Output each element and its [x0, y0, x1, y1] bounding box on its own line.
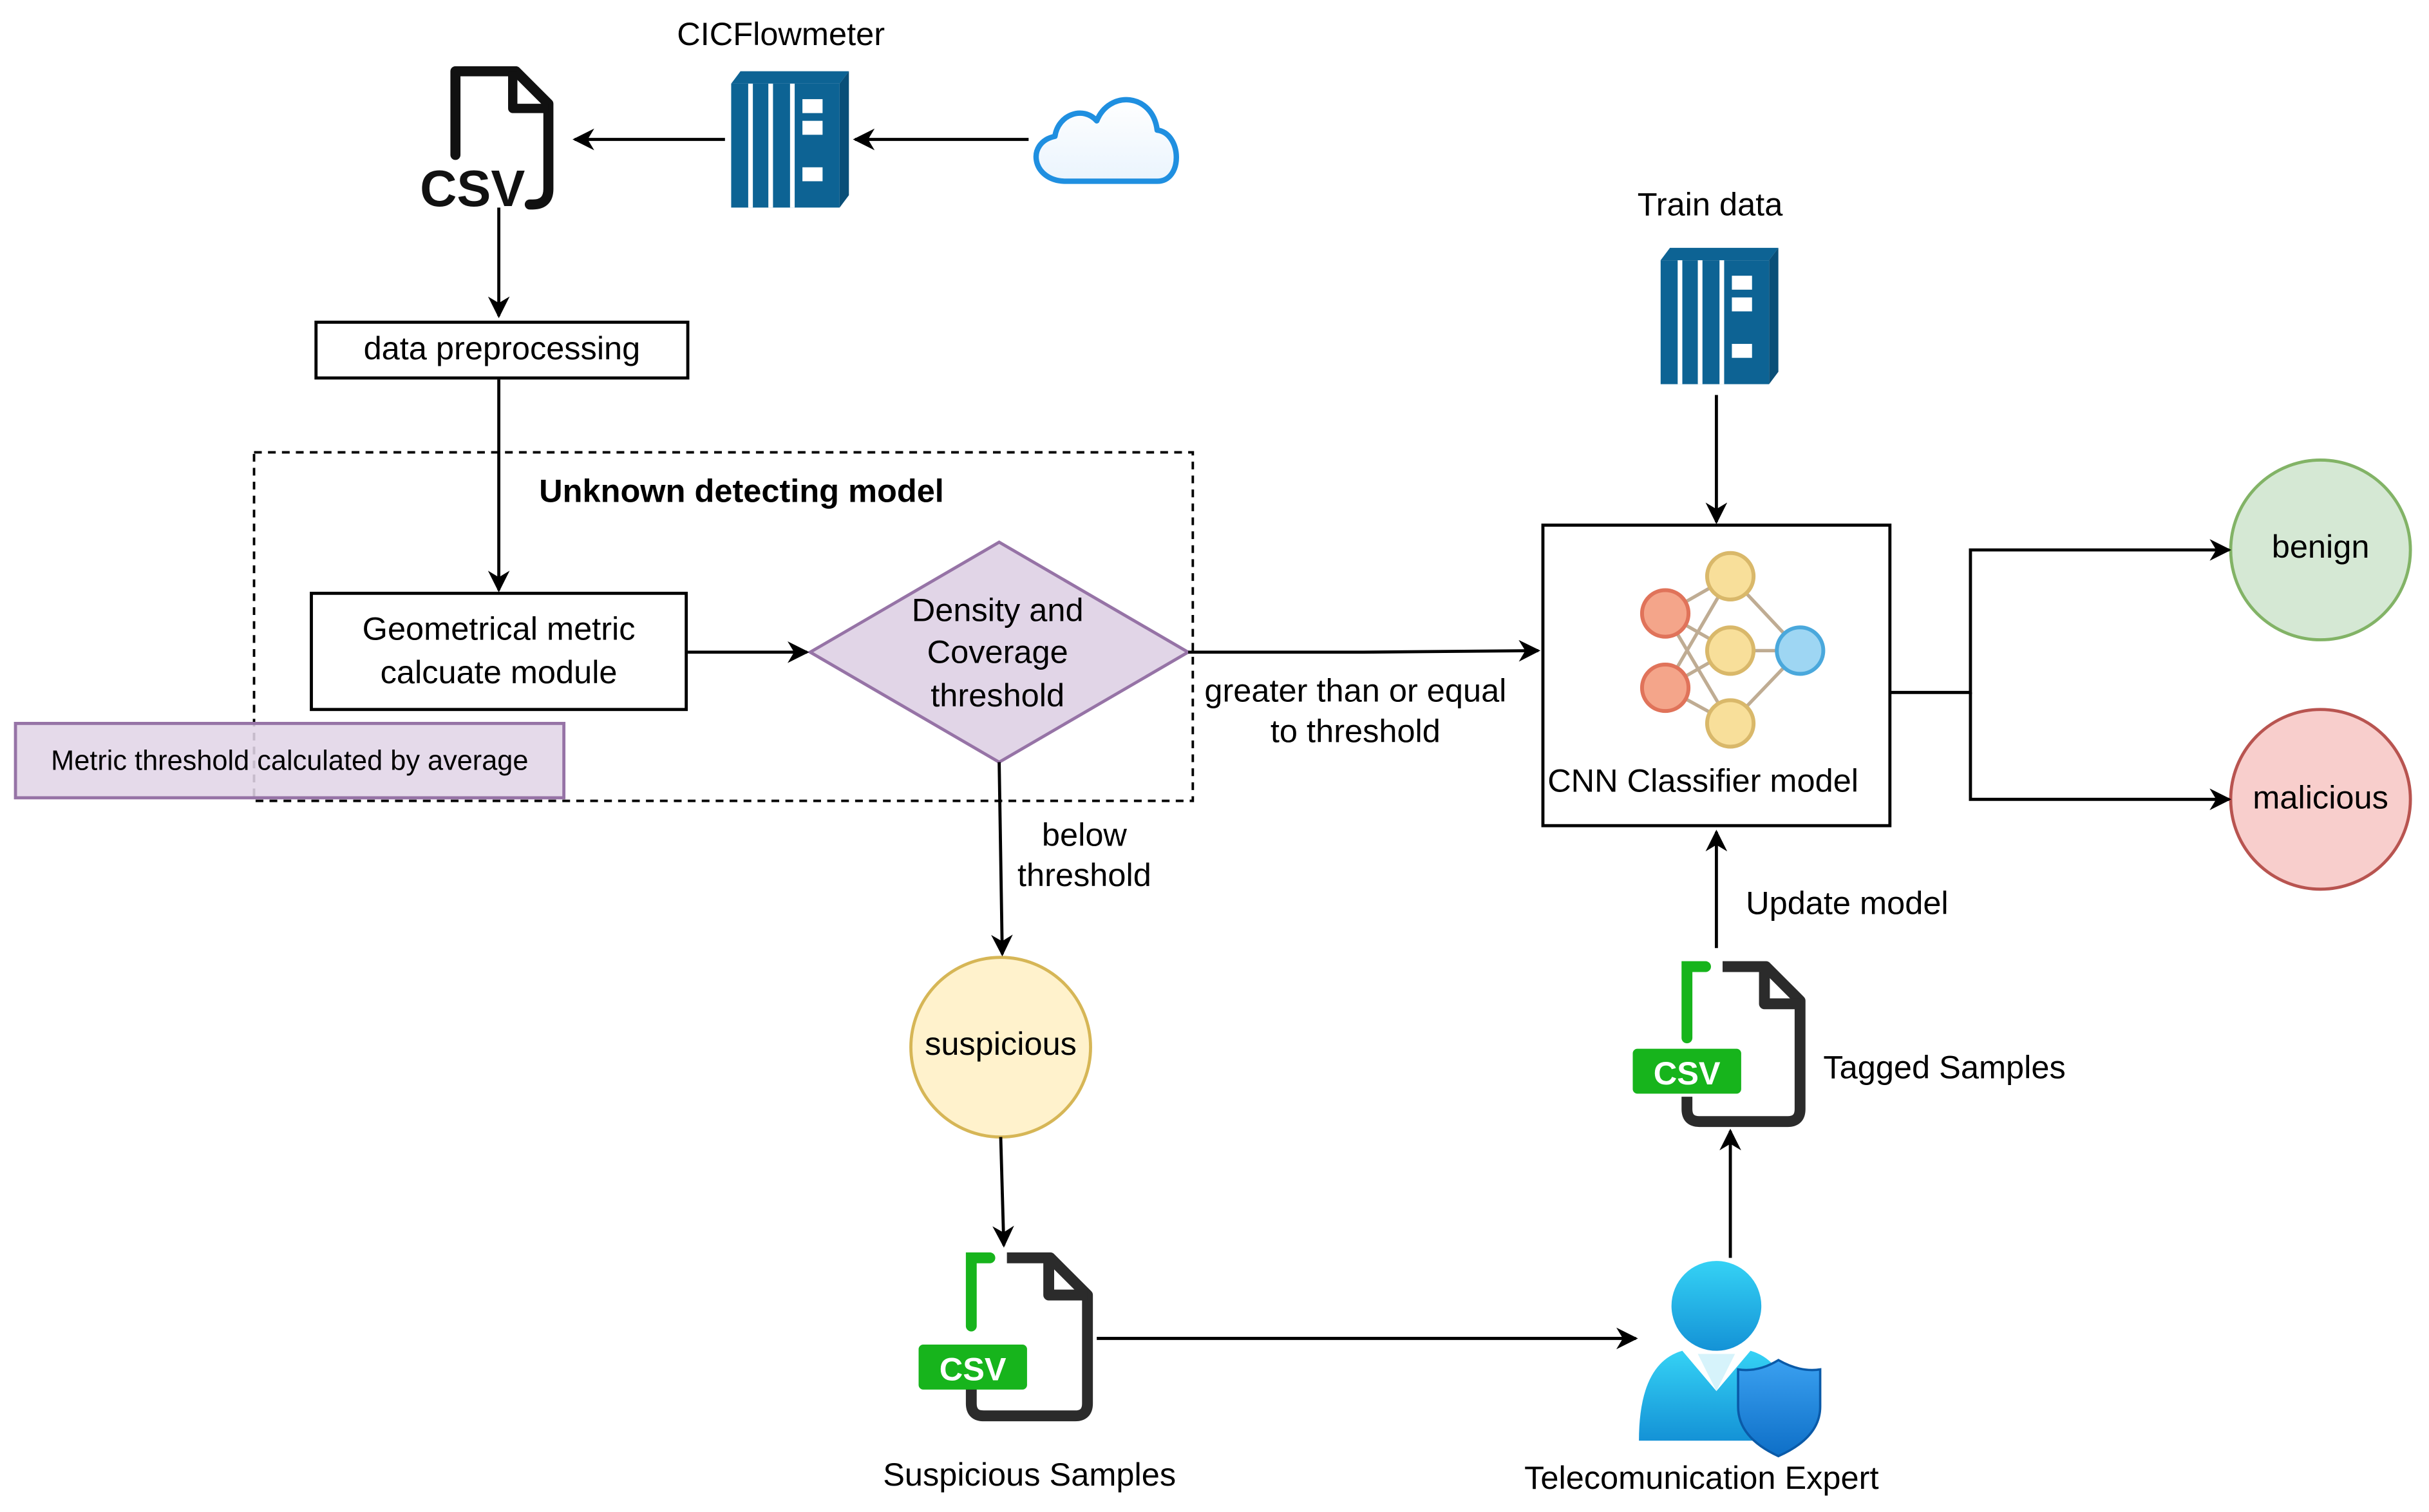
csv-file-text: CSV [420, 160, 525, 217]
density-coverage-diamond[interactable] [807, 540, 1191, 764]
metric-threshold-box[interactable]: Metric threshold calculated by average [14, 722, 566, 800]
suspicious-samples-csv-icon: CSV [918, 1252, 1093, 1422]
arrow-cnn-to-benign [1889, 539, 2232, 694]
arrow-suspicious-to-samples [992, 1137, 1014, 1248]
arrow-cnn-to-malicious [1969, 692, 2232, 811]
suspicious-csv-badge-text: CSV [940, 1350, 1007, 1387]
suspicious-label: suspicious [925, 1026, 1077, 1063]
train-data-label: Train data [1637, 187, 1783, 223]
data-preprocessing-box[interactable]: data preprocessing [314, 320, 690, 380]
update-model-label: Update model [1746, 886, 1949, 922]
server-icon [731, 71, 849, 208]
tagged-csv-badge-text: CSV [1654, 1055, 1721, 1091]
metric-threshold-label: Metric threshold calculated by average [51, 744, 529, 776]
shield-icon [1737, 1359, 1822, 1458]
tagged-samples-csv-icon: CSV [1632, 961, 1806, 1128]
cnn-classifier-label: CNN Classifier model [1547, 763, 1859, 800]
csv-file-icon: CSV [420, 66, 554, 217]
greater-equal-label: greater than or equal to threshold [1204, 674, 1507, 750]
cloud-icon [1033, 97, 1179, 184]
telecom-expert-label: Telecomunication Expert [1524, 1460, 1879, 1497]
benign-label: benign [2271, 529, 2370, 566]
neural-network-icon [1640, 551, 1826, 749]
train-data-server-icon [1660, 247, 1779, 384]
malicious-label: malicious [2253, 780, 2388, 817]
density-threshold-label: Density and Coverage threshold [911, 593, 1084, 714]
below-threshold-label: below threshold [1017, 818, 1151, 894]
arrow-density-to-cnn [1188, 639, 1541, 662]
unknown-model-title: Unknown detecting model [539, 474, 944, 510]
unknown-model-container [252, 451, 1195, 802]
tagged-samples-label: Tagged Samples [1823, 1050, 2066, 1086]
cicflowmeter-label: CICFlowmeter [677, 17, 885, 53]
geometrical-module-box[interactable]: Geometrical metric calcuate module [310, 591, 688, 712]
arrow-density-to-suspicious [991, 762, 1013, 957]
suspicious-samples-label: Suspicious Samples [883, 1457, 1177, 1493]
